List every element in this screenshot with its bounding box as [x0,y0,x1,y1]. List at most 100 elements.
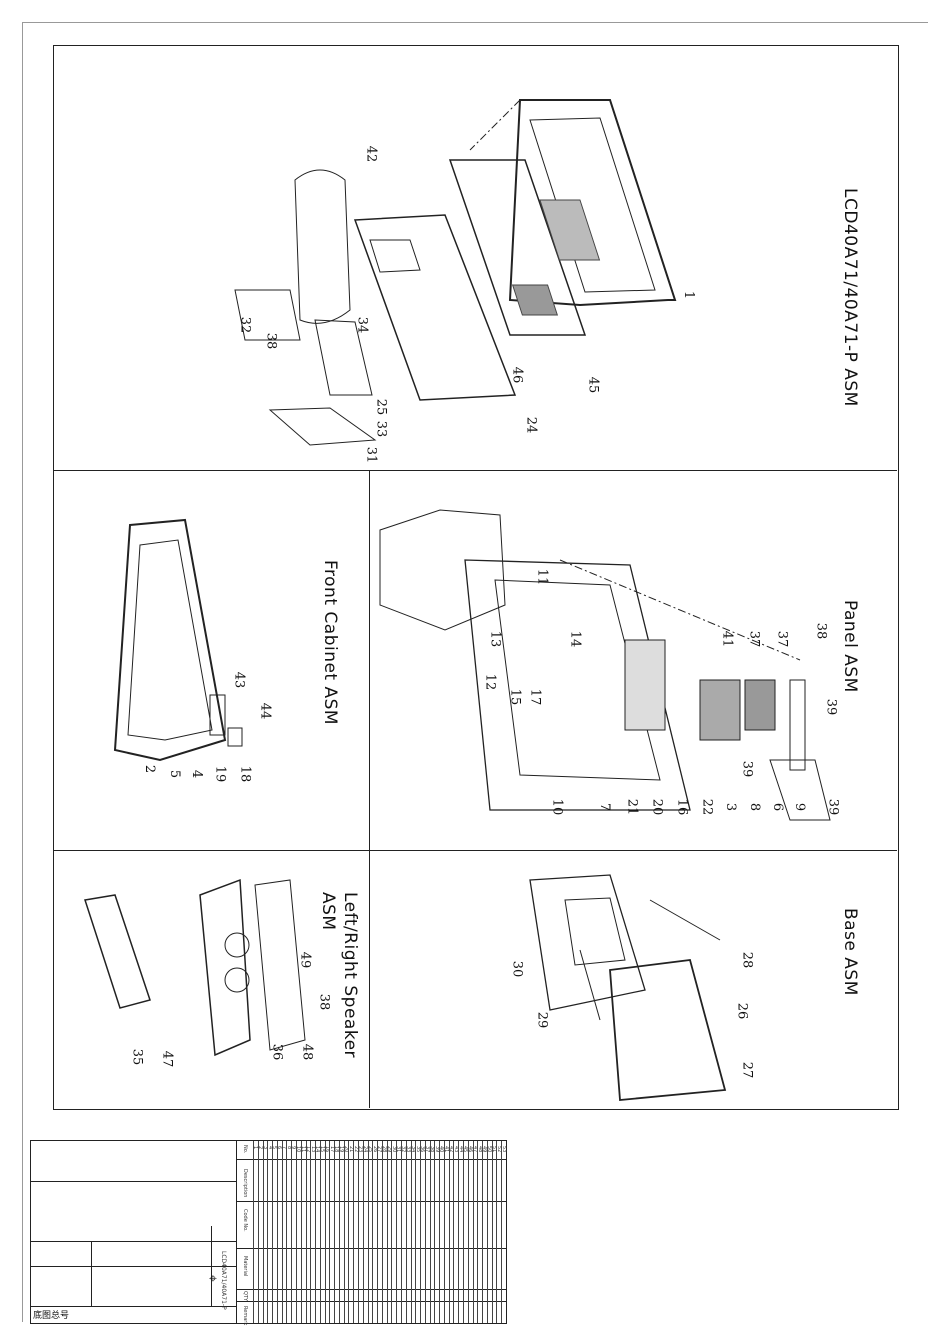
callout: 41 [719,630,735,648]
bom-row-line [429,1141,431,1323]
front-cabinet-title: Front Cabinet ASM [320,560,340,726]
callout: 16 [674,798,690,816]
bom-row-line [443,1141,445,1323]
callout: 45 [585,376,601,394]
tb-line [31,1241,236,1242]
bom-row-line [486,1141,488,1323]
bom-row-line [329,1141,331,1323]
callout: 38 [813,622,829,640]
callout: 37 [774,630,790,648]
callout: 6 [770,802,786,812]
bom-row-line [257,1141,259,1323]
bom-row-line [439,1141,441,1323]
bom-row-line [372,1141,374,1323]
front-cabinet-drawing [113,518,243,762]
bom-row-line [253,1141,254,1323]
bom-row-line [262,1141,264,1323]
callout: 35 [129,1048,145,1066]
bom-row-line [458,1141,460,1323]
bom-row-line [276,1141,278,1323]
bom-row-line [324,1141,326,1323]
callout: 25 [373,398,389,416]
callout: 24 [523,416,539,434]
callout: 1 [681,290,697,300]
callout: 39 [739,760,755,778]
page-border-top [22,22,928,23]
bom-row-line [358,1141,360,1323]
callout: 21 [624,798,640,816]
callout: 29 [534,1011,550,1029]
projection-symbol-icon: ⌖ [209,1271,217,1287]
header-qty: QTY [242,1291,248,1302]
tb-line [236,1301,506,1302]
bom-row-line [300,1141,302,1323]
callout: 37 [746,630,762,648]
header-material: Material [242,1256,248,1277]
divider-h2 [53,850,897,851]
bom-row-line [310,1141,312,1323]
speaker-title-line2: ASM [318,892,338,931]
header-remark: Remark [242,1306,248,1326]
bom-row-line [272,1141,274,1323]
callout: 38 [263,332,279,350]
bom-row-number: 53 [500,1146,507,1153]
callout: 44 [257,702,273,720]
callout: 9 [792,802,808,812]
divider-h1 [53,470,897,471]
callout: 8 [747,802,763,812]
panel-asm-title: Panel ASM [840,600,860,693]
callout: 11 [534,568,550,586]
page-border-left [22,22,23,1322]
callout: 34 [354,316,370,334]
bom-row-line [405,1141,407,1323]
bom-row-line [319,1141,321,1323]
tb-line [31,1266,236,1267]
tb-line [236,1201,506,1202]
tb-line [236,1289,506,1290]
callout: 33 [373,420,389,438]
header-no: No. [242,1145,248,1154]
panel-asm-drawing [379,509,831,821]
bom-row-line [391,1141,393,1323]
callout: 10 [549,798,565,816]
callout: 20 [649,798,665,816]
bom-row-line [463,1141,465,1323]
bom-row-line [491,1141,493,1323]
bom-row-line [424,1141,426,1323]
bom-row-line [501,1141,503,1323]
callout: 46 [509,366,525,384]
bom-row-line [315,1141,317,1323]
callout: 39 [825,798,841,816]
callout: 39 [823,698,839,716]
bom-row-line [362,1141,364,1323]
base-asm-title: Base ASM [840,908,860,996]
bom-row-line [386,1141,388,1323]
callout: 47 [159,1050,175,1068]
callout: 22 [699,798,715,816]
callout: 4 [189,769,205,779]
panel-module-drawing [448,159,601,336]
callout: 43 [231,671,247,689]
callout: 28 [739,951,755,969]
callout: 15 [507,688,523,706]
tb-divider [236,1141,237,1323]
tb-line [236,1248,506,1249]
callout: 13 [487,630,503,648]
bom-row-line [334,1141,336,1323]
divider-v [369,470,370,1108]
callout: 7 [597,802,613,812]
bom-row-line [305,1141,307,1323]
main-asm-title: LCD40A71/40A71-P ASM [840,188,860,407]
callout: 12 [482,673,498,691]
header-description: Description [242,1169,248,1198]
bom-row-line [410,1141,412,1323]
tb-line [211,1226,212,1306]
callout: 18 [237,765,253,783]
callout: 38 [316,993,332,1011]
callout: 2 [142,764,158,774]
bom-row-line [467,1141,469,1323]
bom-row-line [353,1141,355,1323]
bom-row-line [477,1141,479,1323]
drawing-no-label: 底图总号 [33,1311,70,1321]
